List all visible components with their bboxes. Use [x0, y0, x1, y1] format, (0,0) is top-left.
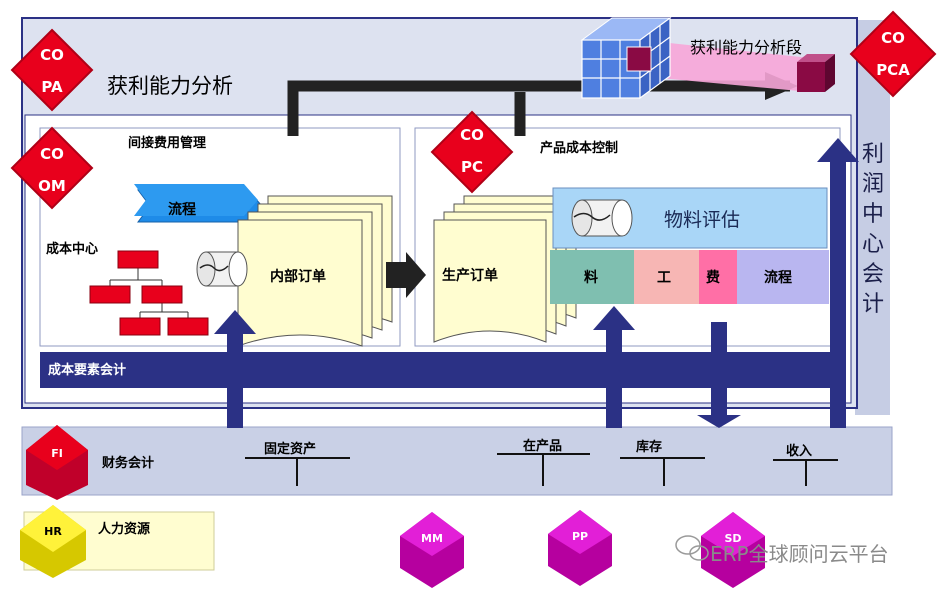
- cost-part-labor: [634, 250, 699, 304]
- wechat-icon: [675, 535, 709, 561]
- process-arrow-shape: [134, 184, 263, 223]
- segment-cube: [797, 54, 835, 92]
- coom-title: 间接费用管理: [128, 136, 207, 151]
- t-accounts: [245, 453, 838, 486]
- badge-label: CO: [460, 126, 484, 144]
- segment-beam: [660, 42, 810, 92]
- hr-label: 人力资源: [98, 522, 151, 537]
- badge-label: CO: [40, 145, 64, 163]
- copc-badge: CO PC: [430, 110, 514, 194]
- downward-arrow: [697, 322, 741, 428]
- fixed-assets-label: 固定资产: [264, 442, 317, 457]
- badge-label: PC: [461, 158, 483, 176]
- profit-center-char: 润: [861, 172, 884, 197]
- profit-center-char: 中: [861, 202, 884, 227]
- copa-title: 获利能力分析: [107, 74, 233, 98]
- pp-badge: PP: [548, 510, 612, 586]
- badge-label: CO: [40, 46, 64, 64]
- cost-part-material: [550, 250, 634, 304]
- cost-part-material-label: 料: [584, 270, 598, 286]
- copca-badge: CO PCA: [849, 10, 937, 98]
- process-label: 流程: [168, 202, 196, 218]
- badge-label: SD: [724, 532, 741, 545]
- production-order-label: 生产订单: [442, 268, 498, 284]
- database-cylinder-icon: [196, 251, 248, 287]
- badge-label: HR: [44, 525, 62, 538]
- badge-label: PA: [41, 78, 63, 96]
- fi-badge: FI: [26, 425, 88, 500]
- cost-part-overhead: [699, 250, 737, 304]
- hr-badge: HR: [20, 505, 86, 578]
- badge-label: MM: [421, 532, 443, 545]
- badge-label: CO: [881, 29, 905, 47]
- cost-part-process: [737, 250, 829, 304]
- profit-center-char: 心: [861, 232, 884, 257]
- cost-part-overhead-label: 费: [706, 270, 720, 286]
- badge-label: PP: [572, 530, 588, 543]
- coom-badge: CO OM: [10, 126, 94, 210]
- fi-label: 财务会计: [102, 456, 155, 471]
- profitability-cube: [580, 16, 672, 100]
- badge-label: FI: [51, 447, 63, 460]
- profit-center-char: 计: [861, 292, 884, 317]
- segment-label: 获利能力分析段: [690, 38, 803, 57]
- profit-center-char: 利: [861, 142, 884, 167]
- mm-badge: MM: [400, 512, 464, 588]
- cost-center-org-chart: [89, 250, 209, 336]
- production-order-documents: [433, 195, 577, 343]
- cost-element-accounting-label: 成本要素会计: [48, 363, 127, 378]
- wip-label: 在产品: [523, 439, 563, 454]
- badge-label: PCA: [876, 61, 910, 79]
- revenue-label: 收入: [786, 444, 813, 459]
- badge-label: OM: [38, 177, 66, 195]
- cost-center-label: 成本中心: [46, 242, 99, 257]
- valuation-cylinder-icon: [571, 199, 633, 237]
- order-transfer-arrow: [386, 252, 426, 298]
- copc-title: 产品成本控制: [540, 141, 619, 156]
- cost-part-process-label: 流程: [764, 270, 792, 286]
- internal-order-label: 内部订单: [270, 269, 326, 285]
- fi-panel: [21, 426, 893, 496]
- inventory-label: 库存: [636, 440, 663, 455]
- sd-badge: SD: [701, 512, 765, 588]
- internal-order-documents: [237, 195, 393, 347]
- copa-badge: CO PA: [10, 28, 94, 112]
- upward-arrows: [214, 138, 859, 428]
- profit-center-char: 会: [861, 262, 884, 287]
- profit-center-label: 利 润 中 心 会 计: [860, 140, 886, 320]
- cost-part-labor-label: 工: [657, 270, 671, 286]
- material-valuation-label: 物料评估: [664, 209, 741, 231]
- watermark-text: ERP全球顾问云平台: [710, 542, 889, 566]
